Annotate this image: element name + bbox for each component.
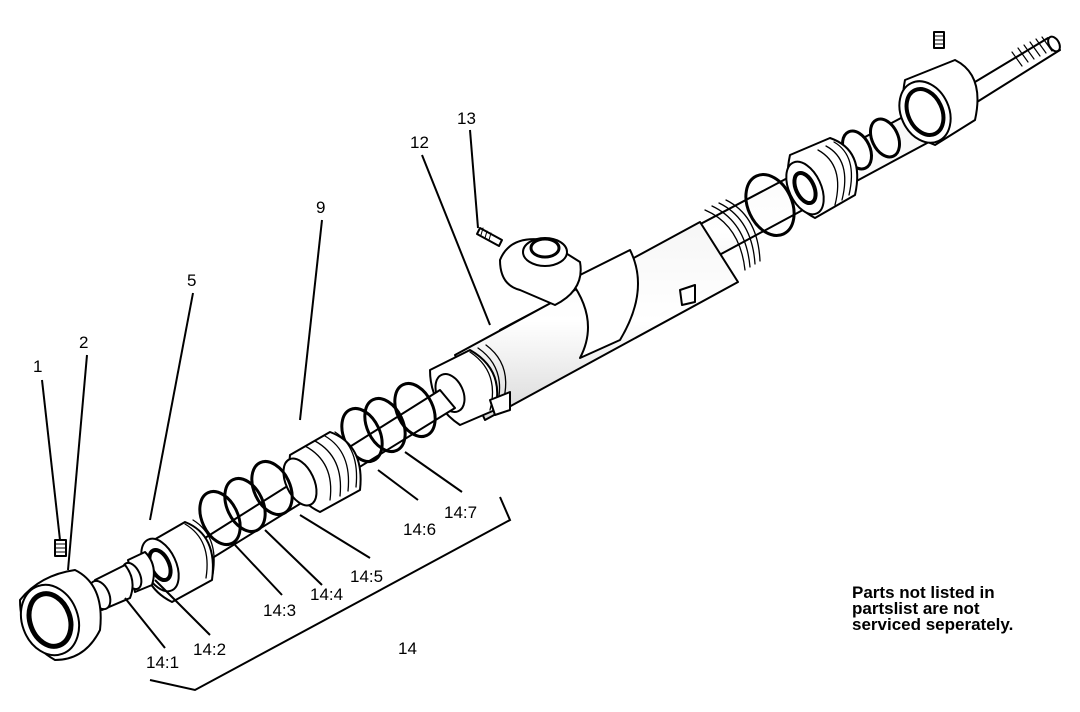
end-nut-left (19, 569, 102, 661)
label-12: 12 (410, 133, 429, 152)
label-14-3: 14:3 (263, 601, 296, 620)
gland-right (785, 137, 859, 219)
bushing-14-1 (88, 564, 134, 611)
label-14: 14 (398, 639, 417, 658)
label-1: 1 (33, 357, 42, 376)
set-screw-right (933, 31, 945, 49)
seal-ring-14-3 (198, 490, 242, 546)
label-5: 5 (187, 271, 196, 290)
o-ring-right (744, 173, 796, 237)
end-nut-right (898, 59, 979, 146)
label-2: 2 (79, 333, 88, 352)
label-14-4: 14:4 (310, 585, 343, 604)
label-14-2: 14:2 (193, 640, 226, 659)
seal-ring-14-5 (250, 460, 294, 516)
set-screw-left (54, 539, 67, 557)
cylinder-tube (429, 199, 761, 426)
label-14-7: 14:7 (444, 503, 477, 522)
seal-ring-14-4 (223, 477, 267, 533)
service-note-line-3: serviced seperately. (852, 615, 1014, 634)
label-13: 13 (457, 109, 476, 128)
seal-ring-14-6-a (363, 397, 407, 453)
callout-labels: 1 2 5 9 12 13 14:1 14:2 14:3 14:4 14:5 1… (33, 109, 477, 672)
label-14-6: 14:6 (403, 520, 436, 539)
seal-ring-14-7 (393, 382, 437, 438)
leader-lines (41, 129, 512, 692)
service-note-line-1: Parts not listed in (852, 583, 995, 602)
threaded-shaft-end (964, 35, 1061, 103)
label-14-1: 14:1 (146, 653, 179, 672)
screw-13 (476, 227, 503, 247)
label-9: 9 (316, 198, 325, 217)
service-note: Parts not listed in partslist are not se… (852, 583, 1072, 634)
service-note-line-2: partslist are not (852, 599, 980, 618)
label-14-5: 14:5 (350, 567, 383, 586)
